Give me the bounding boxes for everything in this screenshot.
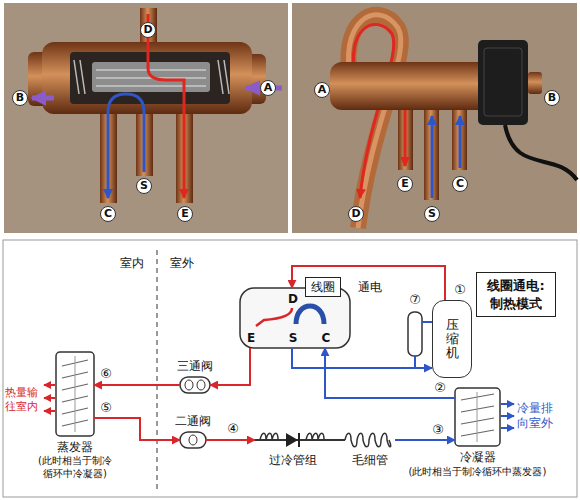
node-text: 毛细管 — [352, 453, 388, 468]
node-text: D — [288, 292, 298, 306]
flow-note: 热量输往室内 — [3, 386, 39, 415]
flow-pipe — [94, 384, 180, 386]
label-slot: 冷量排向室外 — [517, 401, 557, 431]
port-letter: E — [177, 206, 193, 222]
callout-number: ① — [453, 283, 467, 297]
node-text: S — [288, 331, 298, 345]
label-slot: ⑦ — [408, 293, 422, 307]
port-letter: A — [260, 80, 276, 96]
schematic — [3, 240, 577, 497]
compressor: 压缩机 — [432, 300, 472, 378]
flow-pipe — [206, 439, 255, 441]
label-slot: E — [177, 206, 193, 222]
flow-pipe — [292, 266, 445, 300]
label-slot: D — [348, 206, 364, 222]
node-text: 线圈 — [311, 279, 335, 295]
flow-pipe — [330, 439, 345, 441]
node-text: (此时相当于制冷循环中蒸发器) — [409, 465, 547, 479]
node-text: 蒸发器 — [57, 440, 93, 455]
node-text: E — [246, 331, 256, 345]
coil-note: 通电 — [358, 280, 382, 295]
callout-number: ② — [433, 381, 447, 395]
node-text: 线圈通电: 制热模式 — [485, 277, 547, 312]
flow-pipe — [210, 348, 250, 385]
label-slot: S — [424, 206, 440, 222]
node-text: 压缩机 — [446, 318, 459, 361]
valve-photo-left — [4, 3, 288, 233]
port-letter: A — [314, 82, 330, 98]
region-label: 室外 — [170, 256, 194, 271]
label-slot: C — [452, 176, 468, 192]
port-letter: B — [544, 90, 560, 106]
label-slot: A — [260, 80, 276, 96]
label-slot: ② — [433, 381, 447, 395]
subcooler-group: 过冷管组 — [255, 431, 330, 449]
label-slot: 热量输往室内 — [3, 386, 39, 415]
port-letter: E — [397, 176, 413, 192]
two-way-valve: 二通阀 — [180, 432, 206, 448]
callout-number: ⑦ — [408, 293, 422, 307]
flow-pipe — [395, 439, 455, 441]
label-slot: A — [314, 82, 330, 98]
flow-pipe — [94, 418, 180, 440]
label-slot: ① — [453, 283, 467, 297]
label-slot: ⑤ — [99, 401, 113, 415]
callout-number: ⑤ — [99, 401, 113, 415]
label-slot: 室内 — [120, 256, 144, 271]
node-text: C — [321, 331, 331, 345]
three-way-valve: 三通阀 — [180, 377, 210, 393]
capillary-tube: 毛细管 — [345, 433, 395, 447]
node-text: 二通阀 — [175, 414, 211, 429]
label-slot: 通电 — [358, 280, 382, 295]
label-slot: E — [397, 176, 413, 192]
node-text: 冷凝器 — [460, 450, 496, 465]
coil-box: 线圈 — [305, 277, 341, 297]
port-letter: D — [140, 22, 156, 38]
callout-number: ⑥ — [99, 367, 113, 381]
node-text: (此时相当于制冷循环中冷凝器) — [35, 455, 115, 480]
node-text: 三通阀 — [177, 359, 213, 374]
mode-box: 线圈通电: 制热模式 — [476, 272, 556, 317]
label-slot: C — [100, 206, 116, 222]
label-slot: ⑥ — [99, 367, 113, 381]
label-slot: B — [544, 90, 560, 106]
label-slot: B — [12, 90, 28, 106]
port-letter: S — [424, 206, 440, 222]
port-letter: D — [348, 206, 364, 222]
region-label: 室内 — [120, 256, 144, 271]
port-letter: C — [452, 176, 468, 192]
valve-photo-right — [292, 3, 577, 233]
label-slot: ③ — [431, 423, 445, 437]
label-slot: ④ — [226, 422, 240, 436]
four-way-valve: D E S C — [240, 288, 350, 348]
label-slot: D — [140, 22, 156, 38]
port-letter: S — [136, 178, 152, 194]
label-slot: 室外 — [170, 256, 194, 271]
evaporator: 蒸发器(此时相当于制冷循环中冷凝器) — [56, 352, 94, 436]
callout-number: ③ — [431, 423, 445, 437]
port-letter: B — [12, 90, 28, 106]
condenser: 冷凝器(此时相当于制冷循环中蒸发器) — [455, 388, 500, 446]
label-slot: S — [136, 178, 152, 194]
node-text: 过冷管组 — [269, 453, 317, 468]
callout-number: ④ — [226, 422, 240, 436]
port-letter: C — [100, 206, 116, 222]
flow-note: 冷量排向室外 — [517, 401, 557, 431]
flow-pipe — [292, 348, 432, 368]
